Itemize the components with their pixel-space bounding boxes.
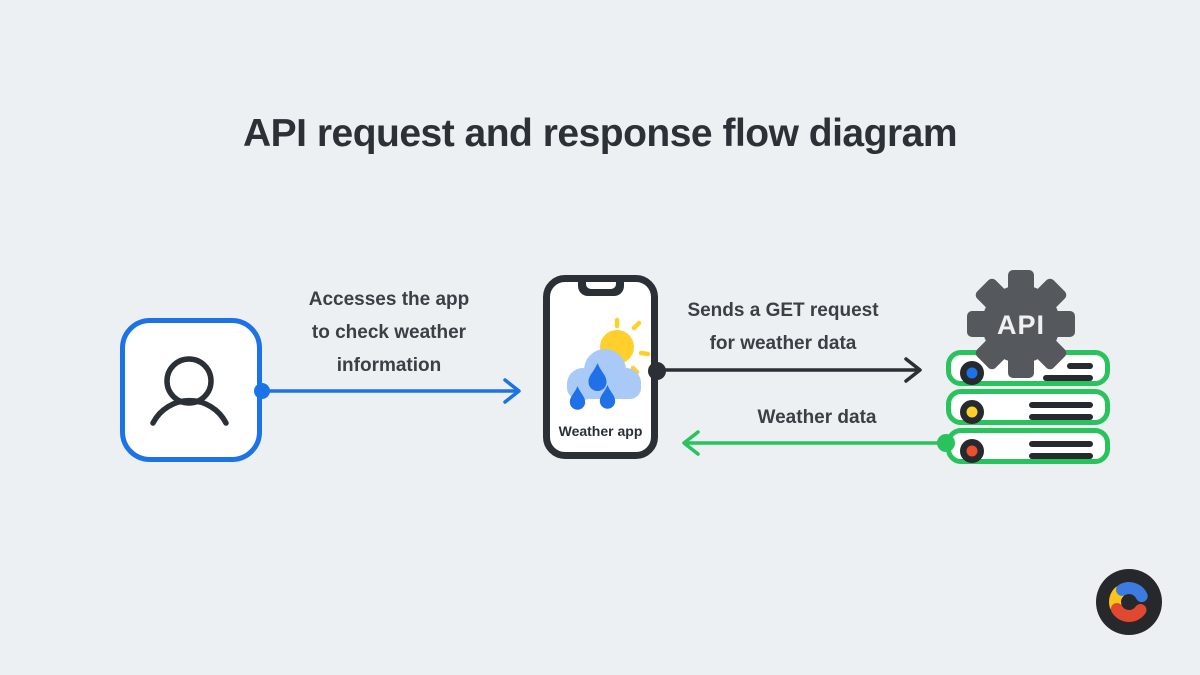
api-label: API <box>997 310 1045 340</box>
weather-app-label: Weather app <box>558 423 643 439</box>
server-led-yellow <box>960 400 984 424</box>
server-line <box>1029 414 1093 420</box>
label-line: to check weather <box>311 322 467 343</box>
label-line: Accesses the app <box>308 289 470 310</box>
flow-response-label: Weather data <box>717 401 917 434</box>
request-arrow <box>648 357 922 383</box>
person-icon <box>150 356 229 426</box>
phone-node: Weather app <box>543 275 658 459</box>
server-line <box>1029 453 1093 459</box>
flow-access-label: Accesses the app to check weather inform… <box>264 283 514 382</box>
server-led-red <box>960 439 984 463</box>
label-line: for weather data <box>709 333 857 354</box>
server-line <box>1067 363 1093 369</box>
response-arrow <box>682 430 955 456</box>
phone-notch-icon <box>577 282 624 296</box>
flow-request-label: Sends a GET request for weather data <box>652 294 914 360</box>
page-title: API request and response flow diagram <box>242 112 958 155</box>
server-line <box>1043 375 1093 381</box>
api-gear-icon: API <box>967 270 1075 378</box>
server-row <box>946 389 1110 425</box>
server-line <box>1029 402 1093 408</box>
server-led-blue <box>960 361 984 385</box>
rain-drops <box>569 363 616 410</box>
server-row <box>946 428 1110 464</box>
server-node <box>946 350 1110 467</box>
label-line: information <box>336 355 442 376</box>
user-node <box>120 318 262 462</box>
server-line <box>1029 441 1093 447</box>
label-line: Weather data <box>757 407 877 428</box>
access-arrow <box>254 378 521 404</box>
c-ring-logo-icon <box>1096 569 1162 635</box>
phone-notch-cutout <box>585 282 616 289</box>
label-line: Sends a GET request <box>687 300 879 321</box>
sun-cloud-rain-icon <box>567 317 651 410</box>
